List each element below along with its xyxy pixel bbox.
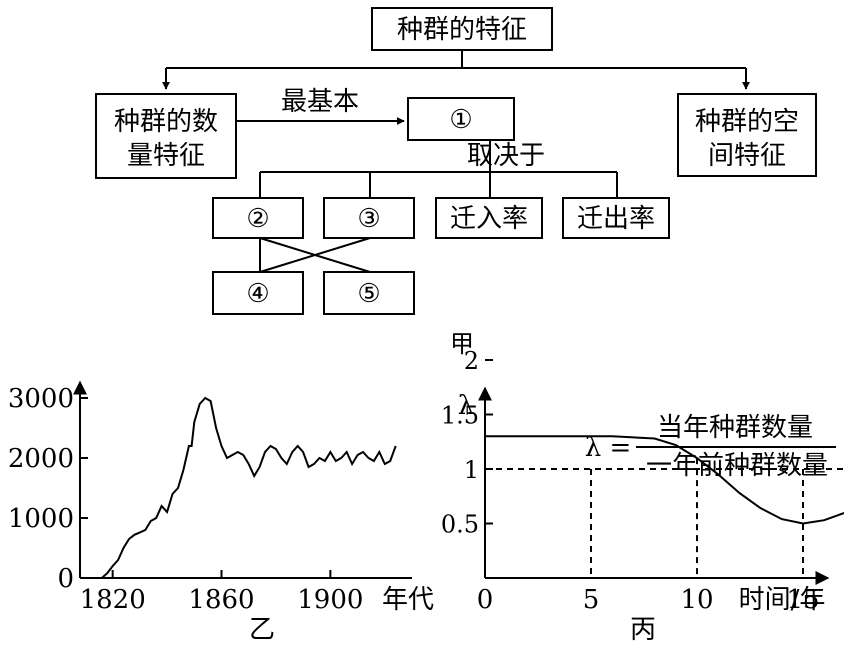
node5-box [323, 271, 415, 315]
bing-y-symbol: λ [458, 391, 474, 421]
bing-x-tick-label: 5 [583, 585, 600, 615]
spatial-feature-box [677, 93, 817, 177]
chart-yi: 0 1000 2000 3000 1820 1860 1900 年代 乙 [8, 380, 434, 645]
emigration-label: 迁出率 [577, 204, 655, 234]
emigration-box [562, 197, 670, 239]
bing-x-tick-label: 0 [477, 585, 494, 615]
quantity-feature-line2: 量特征 [127, 141, 205, 171]
root-label: 种群的特征 [397, 15, 527, 45]
node5-label: ⑤ [357, 279, 380, 309]
yi-y-tick-label: 0 [57, 564, 74, 594]
most-basic-label: 最基本 [281, 87, 359, 117]
node4-label: ④ [246, 279, 269, 309]
yi-y-tick-label: 2000 [8, 444, 74, 474]
bing-lambda-series [485, 435, 844, 525]
bing-reference-lines [485, 458, 844, 578]
bing-y-tick-label: 1.5 [441, 402, 479, 430]
node4-box [212, 271, 304, 315]
quantity-feature-line1: 种群的数 [114, 107, 218, 137]
bing-x-tick-label: 15 [786, 585, 819, 615]
node1-label: ① [449, 105, 472, 135]
bing-y-tick-label: 2 [464, 347, 479, 375]
spatial-feature-line2: 间特征 [708, 141, 786, 171]
yi-y-tick-label: 1000 [8, 504, 74, 534]
yi-x-tick-label: 1860 [188, 585, 254, 615]
immigration-box [435, 197, 543, 239]
yi-ticks: 0 1000 2000 3000 1820 1860 1900 [8, 384, 364, 615]
chart-bing: λ 0.511.5205101520 时间/年 丙 λ = 当年种群数量 一年前… [441, 347, 844, 645]
yi-x-tick-label: 1900 [297, 585, 363, 615]
node2-box [212, 197, 304, 239]
bing-y-tick-label: 1 [464, 456, 479, 484]
bing-x-tick-label: 10 [680, 585, 713, 615]
figure-yi-label: 乙 [249, 615, 275, 645]
root-box [371, 7, 553, 51]
root-connector [166, 50, 746, 69]
bing-ticks: 0.511.5205101520 [441, 347, 820, 615]
yi-x-tick-label: 1820 [80, 585, 146, 615]
decides-label: 取决于 [467, 141, 545, 171]
yi-x-unit: 年代 [382, 585, 434, 615]
cross-connector [259, 237, 371, 273]
formula-denominator: 一年前种群数量 [646, 451, 828, 481]
yi-population-series [101, 396, 397, 579]
figure-jia-label: 甲 [450, 330, 474, 358]
bing-y-tick-label: 0.5 [441, 511, 479, 539]
immigration-label: 迁入率 [450, 204, 528, 234]
yi-y-tick-label: 3000 [8, 384, 74, 414]
node3-label: ③ [357, 204, 380, 234]
quantity-feature-box [95, 93, 237, 179]
spatial-feature-line1: 种群的空 [695, 107, 799, 137]
formula-lhs: λ = [585, 433, 632, 463]
node1-box [407, 97, 515, 141]
decides-connector [259, 140, 618, 198]
node2-label: ② [246, 204, 269, 234]
concept-diagram: 种群的特征 种群的数 量特征 种群的空 间特征 最基本 ① 取决于 ② ③ 迁入… [95, 7, 817, 358]
formula-numerator: 当年种群数量 [657, 413, 813, 443]
bing-x-unit: 时间/年 [739, 585, 826, 615]
figure-bing-label: 丙 [630, 615, 656, 645]
lambda-formula: λ = 当年种群数量 一年前种群数量 [585, 413, 836, 481]
